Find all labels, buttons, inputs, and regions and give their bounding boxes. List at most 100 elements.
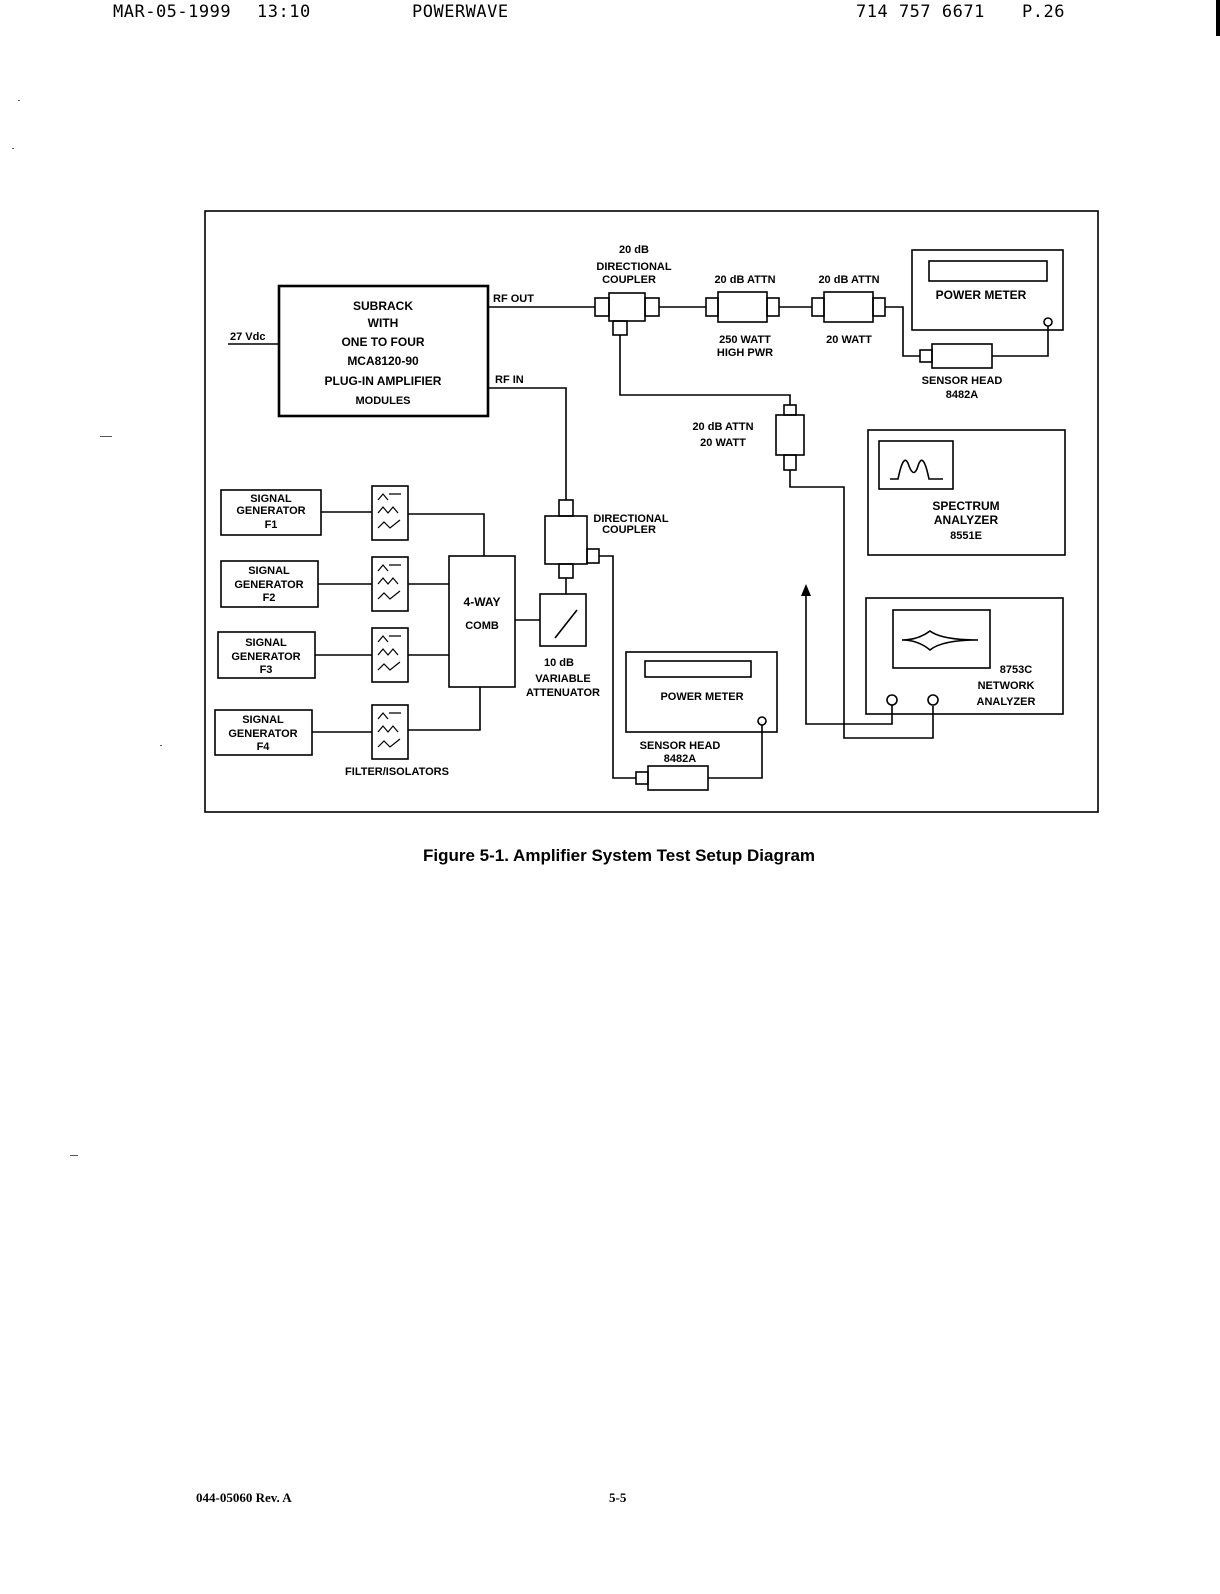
network-analyzer-label-2: NETWORK bbox=[978, 680, 1035, 692]
lower-coupler-port-top bbox=[558, 499, 574, 517]
spectrum-analyzer-screen bbox=[878, 440, 954, 490]
attn1-port-left bbox=[705, 297, 719, 317]
coupler-20db-label-3: COUPLER bbox=[602, 274, 656, 286]
sg-f3-label-3: F3 bbox=[260, 664, 273, 676]
variable-attenuator-box bbox=[539, 593, 587, 647]
coupler-port-right bbox=[644, 297, 660, 317]
network-analyzer-label-1: 8753C bbox=[1000, 664, 1032, 676]
sg-f2-label-3: F2 bbox=[263, 592, 276, 604]
sensor-bottom-cable bbox=[708, 725, 763, 779]
filters-label: FILTER/ISOLATORS bbox=[345, 766, 449, 778]
subrack-label-2: WITH bbox=[368, 316, 399, 330]
sg-f3-label-2: GENERATOR bbox=[231, 651, 300, 663]
rf-in-line bbox=[488, 387, 567, 500]
sensor-head-bottom-box bbox=[647, 765, 709, 791]
sg-f2-label-2: GENERATOR bbox=[234, 579, 303, 591]
sensor-top-port bbox=[919, 349, 933, 363]
filter-isolator-4 bbox=[371, 704, 409, 760]
network-analyzer-box bbox=[865, 597, 1064, 715]
network-port-2 bbox=[927, 694, 939, 706]
fax-phone: 714 757 6671 bbox=[856, 2, 985, 22]
power-meter-bottom-label: POWER METER bbox=[660, 691, 743, 703]
power-meter-bottom-box bbox=[625, 651, 778, 733]
fax-sender: POWERWAVE bbox=[412, 2, 509, 22]
attn3-label-2: 20 WATT bbox=[700, 437, 746, 449]
lower-coupler-body bbox=[544, 515, 588, 565]
sensor-head-bottom-label-2: 8482A bbox=[664, 753, 696, 765]
lower-coupler-port-bottom bbox=[558, 563, 574, 579]
scan-speck bbox=[160, 745, 162, 746]
filter1-to-comb bbox=[408, 513, 485, 556]
variable-attenuator-label-3: ATTENUATOR bbox=[526, 687, 600, 699]
sensor-head-top-label-1: SENSOR HEAD bbox=[922, 375, 1003, 387]
fax-time: 13:10 bbox=[257, 2, 311, 22]
sg-f1-label-1: SIGNAL bbox=[250, 493, 292, 505]
subrack-label-1: SUBRACK bbox=[353, 299, 413, 313]
spectrum-analyzer-label-1: SPECTRUM bbox=[932, 499, 999, 513]
antenna-to-network-line bbox=[805, 596, 893, 725]
sg-f4-label-3: F4 bbox=[257, 741, 271, 753]
attn1-body bbox=[717, 291, 768, 323]
attn3-port-bottom bbox=[783, 454, 797, 471]
network-analyzer-label-3: ANALYZER bbox=[977, 696, 1036, 708]
spectrum-analyzer-box bbox=[867, 429, 1066, 556]
power-meter-bottom-display bbox=[644, 660, 752, 678]
rf-out-label: RF OUT bbox=[493, 293, 534, 305]
attn2-body bbox=[823, 291, 874, 323]
fax-page: P.26 bbox=[1022, 2, 1065, 22]
sensor-head-top-label-2: 8482A bbox=[946, 389, 978, 401]
attn3-port-top bbox=[783, 404, 797, 416]
attn1-bottom-label-2: HIGH PWR bbox=[717, 347, 773, 359]
diagram-frame bbox=[204, 210, 1099, 813]
power-meter-top-box bbox=[911, 249, 1064, 331]
filter4-to-comb bbox=[408, 687, 481, 731]
network-port-1 bbox=[886, 694, 898, 706]
scan-speck bbox=[100, 436, 112, 437]
fax-edge-mark bbox=[1216, 0, 1220, 36]
dc-input-label: 27 Vdc bbox=[230, 331, 265, 343]
coupler-20db-body bbox=[608, 292, 646, 322]
attn3-body bbox=[775, 414, 805, 456]
variable-attenuator-label-2: VARIABLE bbox=[535, 673, 590, 685]
page-number: 5-5 bbox=[609, 1490, 627, 1505]
sensor-head-top-box bbox=[931, 343, 993, 369]
variable-attenuator-label-1: 10 dB bbox=[544, 657, 574, 669]
fax-date: MAR-05-1999 bbox=[113, 2, 232, 22]
attn2-port-left bbox=[811, 297, 825, 317]
line-attn2-sensor bbox=[885, 306, 920, 357]
scan-speck bbox=[70, 1155, 78, 1156]
sg-f4-label-2: GENERATOR bbox=[228, 728, 297, 740]
combiner-label-2: COMB bbox=[465, 620, 499, 632]
sg-f1-label-2: GENERATOR bbox=[236, 505, 305, 517]
attn3-label-1: 20 dB ATTN bbox=[692, 421, 753, 433]
sg-f4-label-1: SIGNAL bbox=[242, 714, 284, 726]
subrack-label-4: MCA8120-90 bbox=[347, 354, 419, 368]
sg-f3-label-1: SIGNAL bbox=[245, 637, 287, 649]
attn3-to-network-analyzer bbox=[789, 470, 934, 739]
coupler-port-down bbox=[612, 320, 628, 336]
sensor-head-bottom-label-1: SENSOR HEAD bbox=[640, 740, 721, 752]
variable-attenuator-arrow bbox=[554, 609, 578, 639]
attn1-bottom-label-1: 250 WATT bbox=[719, 334, 771, 346]
power-meter-top-display bbox=[928, 260, 1048, 282]
power-meter-bottom-connector bbox=[757, 716, 767, 726]
sensor-top-cable bbox=[992, 326, 1049, 357]
sg-f1-label-3: F1 bbox=[265, 519, 278, 531]
figure-caption: Figure 5-1. Amplifier System Test Setup … bbox=[423, 846, 816, 865]
subrack-box bbox=[277, 284, 490, 418]
lower-coupler-port-right bbox=[586, 548, 600, 564]
network-analyzer-screen bbox=[892, 609, 991, 669]
sg-f2-label-1: SIGNAL bbox=[248, 565, 290, 577]
coupler-20db-label-2: DIRECTIONAL bbox=[596, 261, 671, 273]
coupler-20db-label-1: 20 dB bbox=[619, 244, 649, 256]
scan-speck bbox=[12, 148, 14, 149]
coupler-to-sensor-line bbox=[599, 555, 636, 779]
attn1-port-right bbox=[766, 297, 780, 317]
spectrum-trace bbox=[890, 459, 943, 480]
combiner-label-1: 4-WAY bbox=[464, 595, 501, 609]
lower-coupler-label-2: COUPLER bbox=[602, 524, 656, 536]
filter-symbols bbox=[377, 493, 401, 748]
coupled-port-line bbox=[619, 335, 791, 405]
attn2-bottom-label: 20 WATT bbox=[826, 334, 872, 346]
